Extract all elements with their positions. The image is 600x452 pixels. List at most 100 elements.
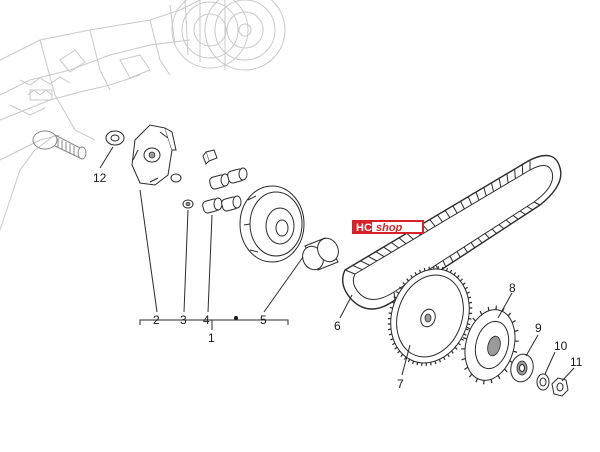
label-11: 11 [570,355,583,369]
part-10-washer [536,373,550,391]
label-8: 8 [509,281,516,295]
gear-tooth [514,329,519,332]
gear-tooth [462,337,467,340]
gear-tooth [490,379,493,384]
part-labels: 12 2 3 4 5 1 6 7 8 9 10 11 [93,171,583,391]
part-small-slider-b [170,173,182,183]
part-12-washer [105,130,125,146]
part-6-drive-belt [342,154,562,310]
gear-tooth [467,296,472,299]
gear-tooth [465,328,469,331]
drive-shaft [32,130,87,160]
gear-tooth [391,301,395,304]
gear-tooth [467,323,471,326]
part-variator-pulley [239,185,305,263]
gear-tooth [423,267,426,272]
roller [227,167,248,184]
label-5: 5 [260,313,267,327]
label-7: 7 [397,377,404,391]
roller [202,197,223,214]
gear-tooth [411,360,415,365]
gear-tooth [461,358,466,361]
logo-shop-panel [372,222,422,232]
gear-tooth [479,310,483,315]
gear-tooth [393,296,397,299]
gear-tooth [400,353,404,357]
gear-tooth [460,338,465,341]
part-3-guide-bush [182,199,194,209]
gear-tooth [487,306,490,311]
gear-tooth [454,346,458,350]
gear-tooth [457,342,461,346]
gear-tooth [406,278,409,282]
gear-tooth [464,286,468,290]
logo-shop-text: shop [376,222,403,234]
gear-tooth [468,373,473,378]
gear-tooth [449,269,453,273]
gear-tooth [434,360,437,365]
part-7-driven-gear [387,266,473,366]
gear-tooth [462,282,466,286]
gear-tooth [395,291,400,294]
label-9: 9 [535,321,542,335]
label-12: 12 [93,171,107,185]
hcshop-logo: HC shop [352,220,424,234]
leader-dot [234,316,238,320]
gear-tooth [402,282,406,286]
gear-tooth [466,326,471,330]
gear-tooth [513,350,518,353]
gear-tooth [445,267,449,272]
gear-tooth [390,338,394,341]
gear-tooth [453,272,457,276]
part-11-nut [551,377,569,397]
gear-tooth [387,328,392,331]
gear-tooth [441,266,444,270]
part-small-slider-a [202,149,218,165]
gear-tooth [459,278,463,282]
gear-tooth [472,317,476,322]
label-10: 10 [554,339,568,353]
gear-tooth [504,368,508,373]
gear-tooth [389,306,393,309]
gear-tooth [463,333,467,336]
gear-tooth [419,269,422,273]
gear-tooth [497,375,501,380]
gear-tooth [414,271,417,276]
gear-tooth [475,378,479,383]
part-2-ramp-plate [131,124,177,186]
label-1: 1 [208,331,215,345]
gear-tooth [466,291,470,294]
label-3: 3 [180,313,187,327]
label-4: 4 [203,313,210,327]
gear-tooth [507,312,512,317]
part-4-rollers [202,167,248,214]
gear-tooth [403,356,407,360]
gear-tooth [447,353,450,358]
gear-tooth [451,350,454,354]
gear-tooth [388,333,393,336]
gear-tooth [399,286,403,290]
gear-tooth [468,301,473,304]
gear-tooth [438,359,441,363]
logo-hc-text: HC [356,222,372,234]
gear-tooth [407,359,411,363]
gear-tooth [410,274,413,279]
gear-tooth [443,356,446,361]
gear-teeth [387,266,473,366]
roller [221,195,242,212]
part-5-bushing [302,237,339,271]
gear-tooth [394,346,398,350]
part-9-nut [510,353,534,383]
engine-casing-ghost [0,0,286,231]
roller [209,173,230,190]
label-6: 6 [334,319,341,333]
label-2: 2 [153,313,160,327]
gear-tooth [397,350,401,354]
gear-tooth [456,275,460,279]
leader-lines [99,146,575,382]
gear-tooth [392,342,396,346]
gear-tooth [416,362,419,366]
gear-tooth [511,320,516,324]
